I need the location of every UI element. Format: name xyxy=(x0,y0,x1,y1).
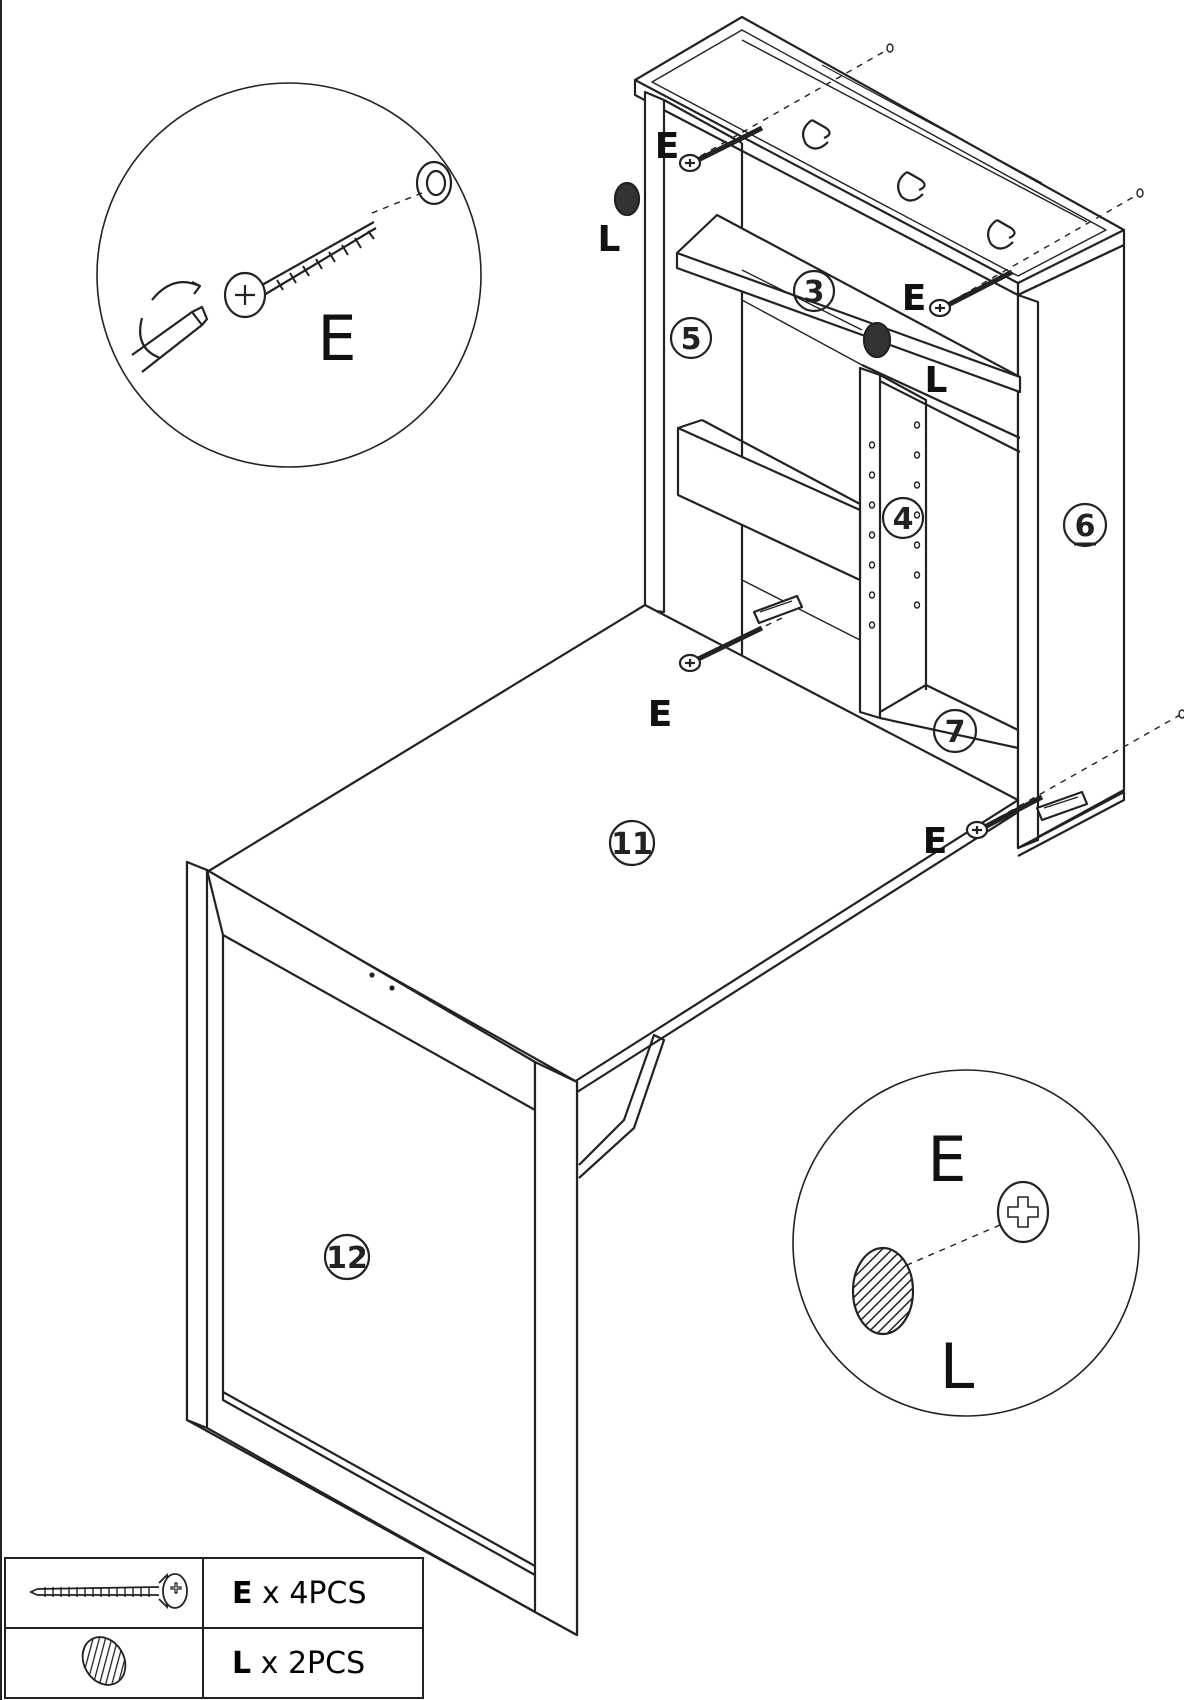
parts-list-qty-l: L x 2PCS xyxy=(202,1627,424,1699)
leg-frame xyxy=(185,860,579,1637)
coat-hook-3 xyxy=(986,219,1016,250)
cap-middle xyxy=(862,321,892,359)
bottom-shelf xyxy=(878,683,1020,750)
parts-list-letter-l: L xyxy=(232,1645,252,1681)
parts-list-row-screw: E x 4PCS xyxy=(4,1557,424,1629)
part-label-12: 12 xyxy=(326,1241,368,1276)
part-label-4: 4 xyxy=(893,502,914,537)
screw-shaft xyxy=(261,221,377,296)
leg-right-post xyxy=(533,1060,579,1637)
parts-list-letter-e: E xyxy=(232,1575,253,1611)
left-rail xyxy=(676,426,862,582)
part-label-11: 11 xyxy=(611,827,653,862)
hinge-right xyxy=(1035,790,1089,822)
screw-detail-label: E xyxy=(317,302,356,375)
cap-detail-cap xyxy=(851,1246,915,1336)
screw-paths xyxy=(678,43,1184,840)
fastener-label-e-top-left: E xyxy=(655,126,680,167)
cap-detail-circle: E L xyxy=(792,1069,1140,1417)
fastener-label-l-top-left: L xyxy=(598,219,621,260)
fastener-label-l-middle: L xyxy=(925,360,948,401)
parts-list-quantity-l: x 2PCS xyxy=(260,1645,366,1681)
left-side-panel xyxy=(643,90,666,614)
parts-list-table: E x 4PCS L x 2PCS xyxy=(4,1557,424,1699)
part-callouts: 3 4 5 6 7 11 12 xyxy=(323,269,1108,1281)
fastener-label-e-top-right: E xyxy=(902,278,927,319)
coat-hook-2 xyxy=(896,171,926,202)
cap-detail-screw-label: E xyxy=(927,1123,966,1196)
cap-left xyxy=(613,181,641,217)
parts-list-icon-cell xyxy=(4,1557,204,1629)
fastener-label-e-hinge-left: E xyxy=(648,694,673,735)
shelf-pin-holes xyxy=(868,421,921,629)
vertical-divider xyxy=(858,366,882,720)
part-label-5: 5 xyxy=(681,322,702,357)
parts-list-icon-cell xyxy=(4,1627,204,1699)
screw-icon xyxy=(28,1572,188,1610)
part-label-7: 7 xyxy=(945,715,966,750)
parts-list-row-cap: L x 2PCS xyxy=(4,1627,424,1699)
part-label-3: 3 xyxy=(804,275,825,310)
support-bracket xyxy=(578,1033,666,1179)
part-label-6: 6 xyxy=(1075,509,1096,544)
rotation-arrow xyxy=(139,281,202,360)
hinge-left xyxy=(752,594,804,625)
fastener-label-e-hinge-right: E xyxy=(923,821,948,862)
screw-detail-circle: E xyxy=(96,82,482,468)
upper-shelf xyxy=(675,213,1022,394)
wall-cabinet xyxy=(633,15,1126,857)
coat-hook-1 xyxy=(801,119,831,150)
parts-list-quantity-e: x 4PCS xyxy=(262,1575,367,1611)
fastener-callouts: E L E L E E xyxy=(598,126,948,862)
screwdriver xyxy=(131,310,204,373)
cap-detail-cap-label: L xyxy=(940,1330,975,1403)
parts-list-qty-e: E x 4PCS xyxy=(202,1557,424,1629)
cap-icon xyxy=(81,1636,127,1686)
